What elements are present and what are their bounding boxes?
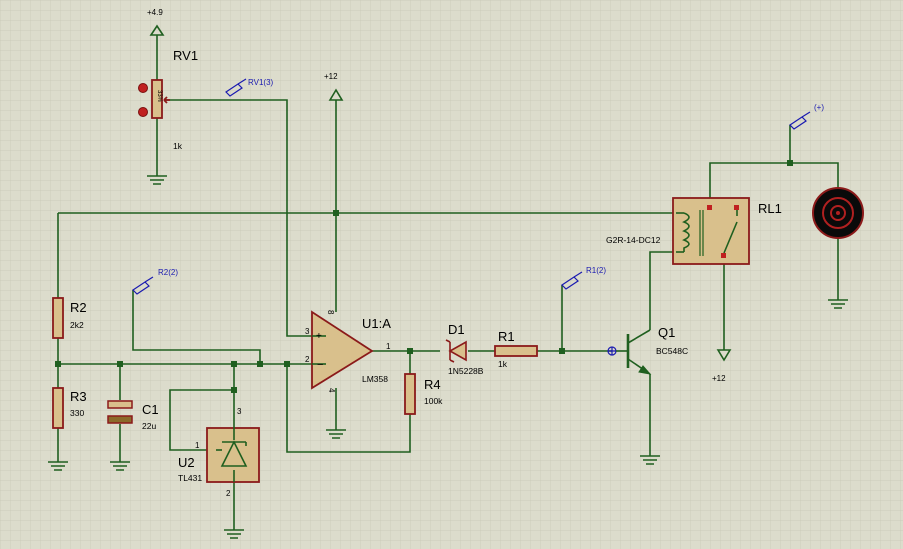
u1-pin8: 8 (326, 310, 335, 315)
lamp-icon[interactable] (812, 187, 864, 239)
rail-plus-12-bottom-label: +12 (712, 374, 726, 383)
rv1-decrement-button[interactable] (138, 107, 148, 117)
rv1-increment-button[interactable] (138, 83, 148, 93)
u1-plus-sign: + (316, 331, 322, 342)
ground-rv1 (147, 175, 167, 185)
relay-contact-nc-icon (707, 205, 712, 210)
relay-contact-no-icon (734, 205, 739, 210)
u2-pin2: 2 (226, 489, 231, 498)
r3-value: 330 (70, 408, 84, 418)
zener-diode-d1[interactable]: D1 1N5228B (445, 322, 484, 376)
resistor-r3[interactable]: R3 330 (52, 387, 87, 429)
capacitor-c1[interactable]: C1 22u (107, 400, 159, 431)
rl1-value: G2R-14-DC12 (606, 235, 661, 245)
resistor-r2[interactable]: R2 2k2 (52, 297, 87, 339)
r1-ref: R1 (498, 329, 515, 344)
probe-r2-label: R2(2) (158, 268, 178, 277)
rv1-body-text: 33% (156, 90, 162, 103)
relay-rl1[interactable]: RL1 G2R-14-DC12 (606, 197, 782, 265)
r2-ref: R2 (70, 300, 87, 315)
u1-pin3: 3 (305, 327, 310, 336)
q1-ref: Q1 (658, 325, 675, 340)
rail-plus-12-top: +12 (324, 72, 344, 101)
r1-value: 1k (498, 359, 508, 369)
probe-plus-label: (+) (814, 103, 824, 112)
ground-q1 (640, 455, 660, 465)
probe-r2[interactable]: R2(2) (132, 268, 178, 295)
u1-pin1: 1 (386, 342, 391, 351)
q1-value: BC548C (656, 346, 688, 356)
rail-plus-4-9-label: +4.9 (147, 8, 163, 17)
r4-ref: R4 (424, 377, 441, 392)
ground-u1 (326, 429, 346, 439)
u1-pin4: 4 (327, 388, 336, 393)
u2-pin1: 1 (195, 441, 200, 450)
r3-ref: R3 (70, 389, 87, 404)
u1-value: LM358 (362, 374, 388, 384)
probe-r1-label: R1(2) (586, 266, 606, 275)
resistor-r4[interactable]: R4 100k (404, 373, 443, 415)
opamp-u1a[interactable]: + − 3 2 1 8 4 U1:A LM358 (305, 310, 391, 393)
r2-value: 2k2 (70, 320, 84, 330)
shunt-regulator-u2[interactable]: 1 3 2 U2 TL431 (178, 407, 260, 498)
ground-u2 (224, 529, 244, 539)
ground-bulb (828, 299, 848, 309)
probe-rv1[interactable]: RV1(3) (225, 78, 274, 97)
d1-ref: D1 (448, 322, 465, 337)
u1-minus-sign: − (317, 359, 323, 371)
c1-value: 22u (142, 421, 156, 431)
transistor-q1[interactable]: Q1 BC548C (607, 325, 688, 375)
c1-ref: C1 (142, 402, 159, 417)
ground-c1 (110, 461, 130, 471)
probe-plus[interactable]: (+) (789, 103, 824, 130)
rl1-ref: RL1 (758, 201, 782, 216)
rv1-value: 1k (173, 141, 183, 151)
rail-plus-12-bottom: +12 (712, 349, 732, 383)
r4-value: 100k (424, 396, 443, 406)
rv1-ref: RV1 (173, 48, 198, 63)
u2-value: TL431 (178, 473, 202, 483)
d1-value: 1N5228B (448, 366, 484, 376)
ground-r3 (48, 461, 68, 471)
potentiometer-rv1[interactable]: 33% RV1 1k (138, 48, 199, 151)
relay-coil-icon (682, 212, 690, 252)
u2-pin3: 3 (237, 407, 242, 416)
rail-plus-12-top-label: +12 (324, 72, 338, 81)
wires (57, 35, 839, 530)
rail-plus-4-9: +4.9 (147, 8, 165, 36)
u1-ref: U1:A (362, 316, 391, 331)
probe-r1[interactable]: R1(2) (561, 266, 606, 290)
u2-ref: U2 (178, 455, 195, 470)
junctions (55, 160, 793, 393)
u1-pin2: 2 (305, 355, 310, 364)
probe-rv1-label: RV1(3) (248, 78, 274, 87)
rv1-body (151, 79, 163, 119)
relay-contact-com-icon (721, 253, 726, 258)
resistor-r1[interactable]: R1 1k (494, 329, 538, 369)
